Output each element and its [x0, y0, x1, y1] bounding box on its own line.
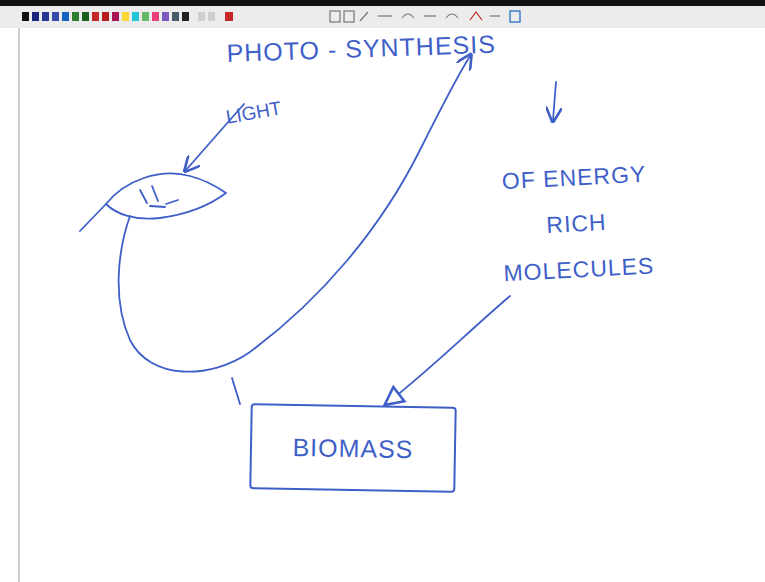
- leaf-veins: [140, 186, 178, 207]
- tool-icon: [470, 12, 482, 20]
- palette-swatch: [32, 12, 39, 21]
- palette-swatch: [208, 12, 215, 21]
- palette-swatch: [122, 12, 129, 21]
- sketch-label: PHOTO - SYNTHESIS: [226, 27, 497, 70]
- canvas-border: [18, 28, 20, 582]
- palette-swatch: [142, 12, 149, 21]
- tool-icon: [344, 11, 354, 22]
- palette-swatch: [182, 12, 189, 21]
- color-palette: [22, 12, 233, 21]
- palette-swatch: [82, 12, 89, 21]
- tool-icon: [446, 14, 458, 18]
- tool-icon: [490, 15, 500, 16]
- sketch-label: LIGHT: [224, 92, 307, 130]
- palette-swatch: [112, 12, 119, 21]
- palette-swatch: [162, 12, 169, 21]
- palette-swatch: [22, 12, 29, 21]
- product-arrow: [386, 296, 510, 404]
- tool-icon: [378, 15, 392, 16]
- palette-swatch: [92, 12, 99, 21]
- sketch-label: OF ENERGY RICH MOLECULES: [468, 149, 685, 298]
- palette-swatch: [198, 12, 205, 21]
- box-label: BIOMASS: [292, 432, 413, 463]
- process-box: BIOMASS: [249, 403, 456, 493]
- tool-icons: [330, 11, 520, 22]
- leaf-stem: [80, 204, 106, 231]
- palette-swatch: [62, 12, 69, 21]
- tool-icon: [330, 11, 340, 22]
- tool-icon: [424, 15, 436, 16]
- connector-stroke: [232, 378, 240, 404]
- tool-icon: [402, 14, 414, 18]
- leaf-outline: [106, 174, 226, 219]
- palette-swatch: [132, 12, 139, 21]
- tool-icon: [360, 12, 368, 21]
- palette-swatch: [72, 12, 79, 21]
- palette-swatch: [225, 12, 233, 21]
- toolbar: [0, 6, 765, 28]
- palette-swatch: [172, 12, 179, 21]
- flow-arrow: [119, 56, 470, 372]
- palette-swatch: [52, 12, 59, 21]
- palette-swatch: [102, 12, 109, 21]
- palette-swatch: [42, 12, 49, 21]
- window-bar: [0, 0, 765, 6]
- palette-swatch: [152, 12, 159, 21]
- tool-icon: [510, 11, 520, 22]
- down-arrow: [553, 82, 556, 120]
